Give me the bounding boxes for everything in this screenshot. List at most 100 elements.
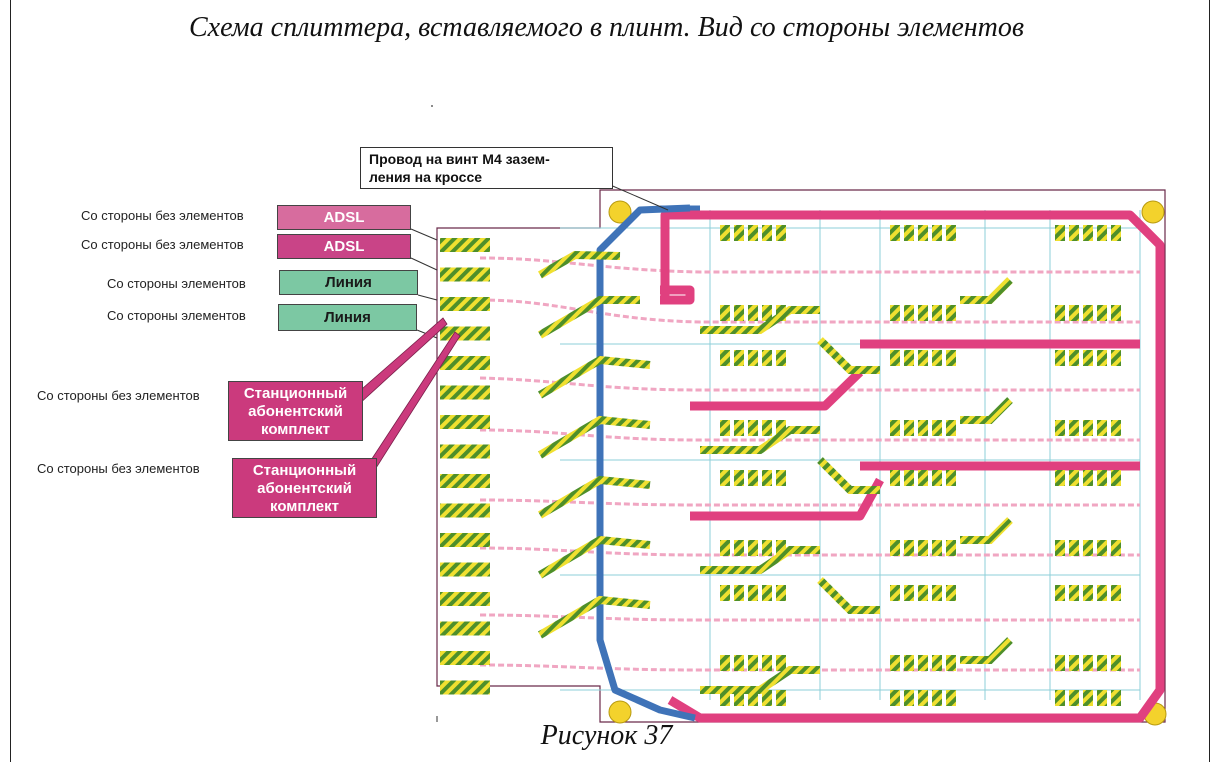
side-label: Со стороны без элементов bbox=[81, 208, 244, 223]
box-label: ADSL bbox=[323, 238, 365, 255]
component-pad bbox=[932, 470, 942, 486]
component-pad bbox=[1097, 350, 1107, 366]
component-pad bbox=[904, 655, 914, 671]
callout-line-1: Провод на винт М4 зазем- bbox=[369, 151, 550, 167]
component-pad bbox=[720, 350, 730, 366]
component-pad bbox=[734, 420, 744, 436]
component-pad bbox=[904, 540, 914, 556]
component-pad bbox=[946, 655, 956, 671]
mount-hole bbox=[1141, 200, 1165, 224]
component-pad bbox=[1097, 305, 1107, 321]
box-label: комплект bbox=[270, 498, 339, 515]
component-pad bbox=[776, 470, 786, 486]
component-pad bbox=[748, 350, 758, 366]
component-pad bbox=[776, 655, 786, 671]
component-pad bbox=[904, 585, 914, 601]
connector-pads bbox=[440, 238, 490, 695]
connector-pad bbox=[440, 356, 490, 370]
component-pad bbox=[762, 540, 772, 556]
component-pad bbox=[1083, 540, 1093, 556]
component-pad bbox=[776, 350, 786, 366]
component-pad bbox=[1069, 470, 1079, 486]
component-pad bbox=[762, 690, 772, 706]
component-pad bbox=[748, 305, 758, 321]
component-pad bbox=[890, 690, 900, 706]
component-pad bbox=[734, 690, 744, 706]
line-box: Линия bbox=[279, 270, 418, 295]
component-pad bbox=[904, 420, 914, 436]
box-label: абонентский bbox=[257, 480, 352, 497]
component-pad bbox=[1111, 420, 1121, 436]
component-pad bbox=[918, 690, 928, 706]
component-pad bbox=[734, 350, 744, 366]
component-pad bbox=[1111, 470, 1121, 486]
component-pad bbox=[748, 655, 758, 671]
component-pad bbox=[1111, 305, 1121, 321]
connector-pad bbox=[440, 592, 490, 606]
component-pad bbox=[734, 305, 744, 321]
component-pad bbox=[776, 690, 786, 706]
grid-lines bbox=[560, 210, 1141, 700]
component-pad bbox=[932, 690, 942, 706]
component-pad bbox=[762, 225, 772, 241]
component-pad bbox=[748, 540, 758, 556]
box-label: ADSL bbox=[323, 209, 365, 226]
component-pad bbox=[1083, 655, 1093, 671]
connector-pad bbox=[440, 385, 490, 400]
component-pad bbox=[1111, 690, 1121, 706]
component-pad bbox=[890, 305, 900, 321]
figure-title: Схема сплиттера, вставляемого в плинт. В… bbox=[188, 12, 1025, 43]
component-pad bbox=[720, 540, 730, 556]
connector-pad bbox=[440, 562, 490, 577]
hatched-traces bbox=[537, 250, 1013, 694]
component-pad bbox=[932, 420, 942, 436]
component-pad bbox=[1097, 690, 1107, 706]
connector-pad bbox=[440, 415, 490, 429]
connector-pad bbox=[440, 444, 490, 459]
page-frame bbox=[10, 0, 1210, 762]
component-pad bbox=[904, 470, 914, 486]
component-pad bbox=[734, 655, 744, 671]
connector-pad bbox=[440, 326, 490, 341]
component-pad bbox=[734, 470, 744, 486]
component-pad bbox=[748, 585, 758, 601]
component-pad bbox=[890, 540, 900, 556]
component-pad bbox=[720, 470, 730, 486]
subscriber-kit-box: Станционный абонентский комплект bbox=[228, 381, 363, 441]
component-pad bbox=[762, 350, 772, 366]
component-pad bbox=[946, 540, 956, 556]
component-pad bbox=[890, 470, 900, 486]
component-pads bbox=[720, 225, 1121, 706]
component-pad bbox=[1097, 585, 1107, 601]
component-pad bbox=[1055, 225, 1065, 241]
box-label: Линия bbox=[325, 274, 372, 291]
side-label: Со стороны элементов bbox=[107, 308, 246, 323]
component-pad bbox=[720, 690, 730, 706]
connector-pad bbox=[440, 238, 490, 252]
line-box: Линия bbox=[278, 304, 417, 331]
adsl-box: ADSL bbox=[277, 234, 411, 259]
component-pad bbox=[762, 585, 772, 601]
callout-line-2: ления на кроссе bbox=[369, 169, 483, 185]
component-pad bbox=[1069, 540, 1079, 556]
connector-pad bbox=[440, 267, 490, 282]
component-pad bbox=[918, 655, 928, 671]
connector-pad bbox=[440, 621, 490, 636]
component-pad bbox=[1111, 540, 1121, 556]
component-pad bbox=[776, 585, 786, 601]
component-pad bbox=[932, 350, 942, 366]
component-pad bbox=[720, 585, 730, 601]
component-pad bbox=[1069, 225, 1079, 241]
component-pad bbox=[904, 350, 914, 366]
component-pad bbox=[1111, 585, 1121, 601]
mount-hole bbox=[608, 200, 632, 224]
component-pad bbox=[734, 225, 744, 241]
box-label: абонентский bbox=[248, 403, 343, 420]
component-pad bbox=[1055, 420, 1065, 436]
component-pad bbox=[1069, 690, 1079, 706]
connector-pad bbox=[440, 297, 490, 311]
component-pad bbox=[1055, 470, 1065, 486]
component-pad bbox=[1097, 225, 1107, 241]
component-pad bbox=[890, 420, 900, 436]
connector-pad bbox=[440, 651, 490, 665]
